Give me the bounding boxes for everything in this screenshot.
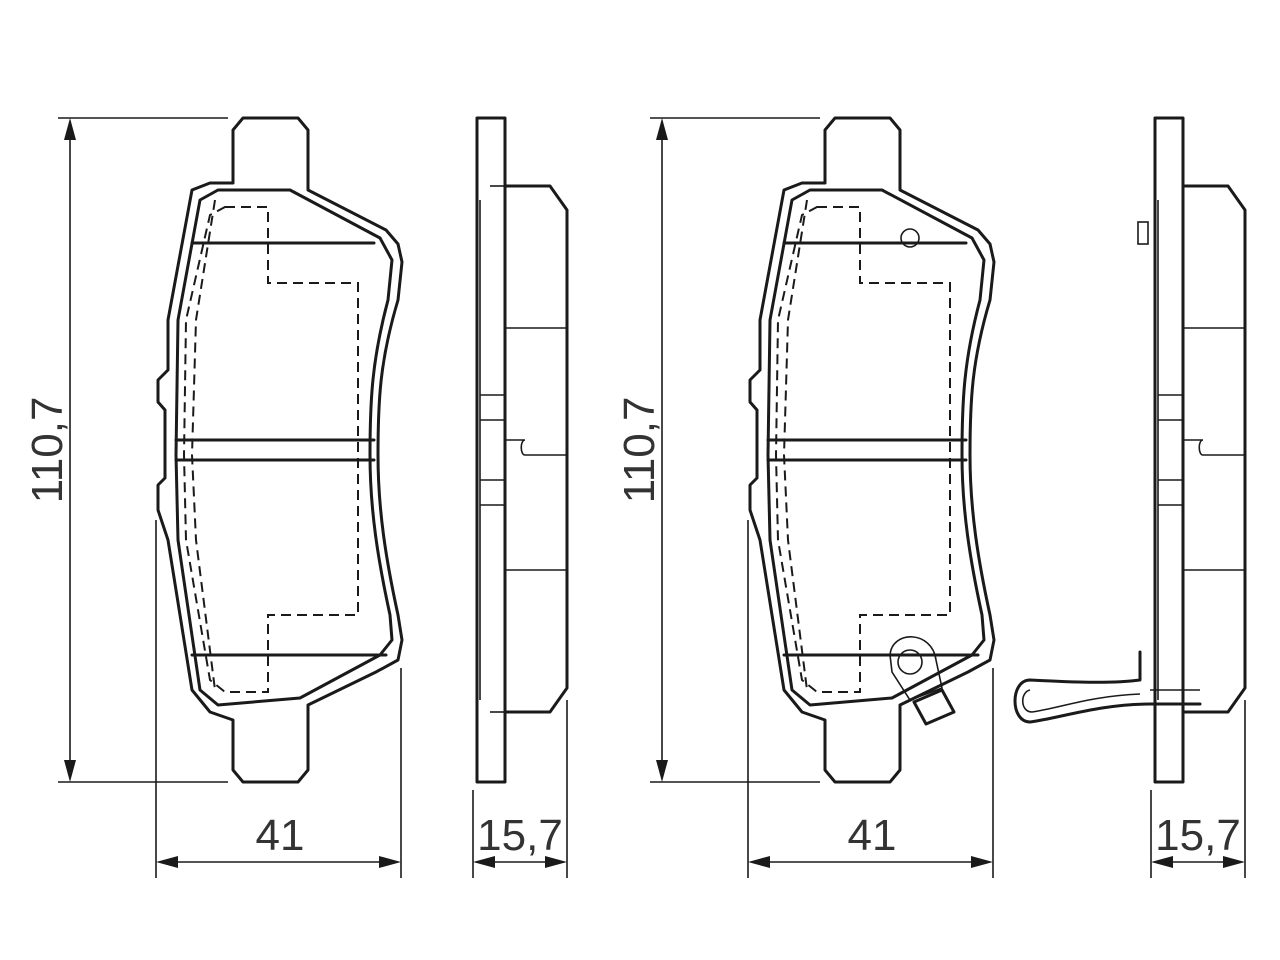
side-1-thickness-dimension: 15,7	[472, 700, 568, 878]
side-view-2	[1013, 116, 1247, 784]
front-width-dimension: 41	[155, 520, 402, 878]
wear-sensor-clip	[889, 636, 956, 726]
rear-pad-backing-plate	[748, 116, 996, 784]
rear-height-label: 110,7	[615, 397, 664, 504]
side-view-2-tab	[1137, 221, 1149, 245]
front-pad-backing-plate	[156, 116, 404, 784]
side-1-thickness-label: 15,7	[477, 811, 563, 860]
arrow-up	[64, 118, 76, 140]
side-view-2-backing	[1153, 116, 1185, 784]
side-2-thickness-dimension: 15,7	[1150, 700, 1246, 878]
front-height-label: 110,7	[23, 397, 72, 504]
wear-sensor-wire	[1013, 650, 1202, 724]
front-width-label: 41	[256, 811, 305, 860]
side-view-1-backing	[475, 116, 507, 784]
front-pad-friction-outline	[174, 188, 394, 707]
front-height-dimension: 110,7	[23, 117, 228, 783]
front-pad-hidden-edge	[190, 199, 216, 691]
side-view-1-friction	[503, 184, 569, 714]
rear-pad-friction-outline	[766, 188, 986, 707]
rear-width-label: 41	[848, 811, 897, 860]
side-view-1	[475, 116, 569, 784]
rear-pad-rivet-top	[900, 228, 920, 248]
rear-height-dimension: 110,7	[615, 117, 820, 783]
rear-pad-view	[748, 116, 996, 784]
rear-width-dimension: 41	[747, 520, 994, 878]
front-pad-view	[156, 116, 404, 784]
arrow-down	[64, 760, 76, 782]
front-pad-hidden-outline	[182, 206, 359, 693]
side-2-thickness-label: 15,7	[1155, 811, 1241, 860]
